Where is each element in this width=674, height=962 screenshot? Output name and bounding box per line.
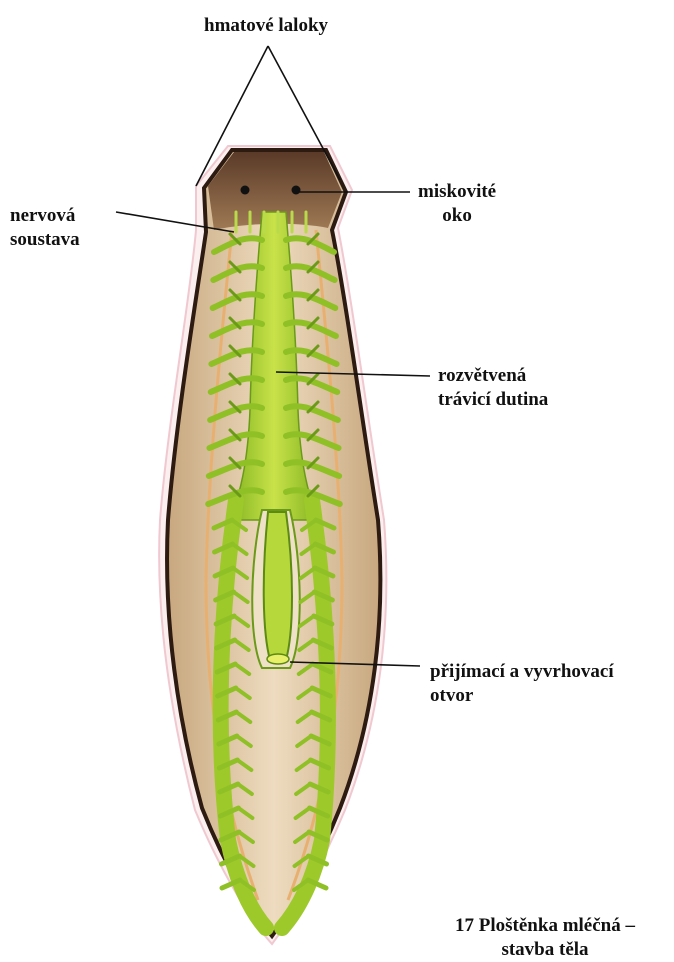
eye-left	[241, 186, 250, 195]
pharynx	[264, 512, 292, 660]
mouth-opening	[267, 654, 289, 664]
eye-right	[292, 186, 301, 195]
label-tentacles: hmatové laloky	[204, 14, 328, 38]
label-nervous-system: nervová soustava	[10, 204, 80, 252]
label-gut: rozvětvená trávicí dutina	[438, 364, 548, 412]
label-cup-eye: miskovité oko	[418, 180, 496, 228]
label-mouth: přijímací a vyvrhovací otvor	[430, 660, 614, 708]
figure-caption: 17 Ploštěnka mléčná – stavba těla	[420, 914, 670, 962]
